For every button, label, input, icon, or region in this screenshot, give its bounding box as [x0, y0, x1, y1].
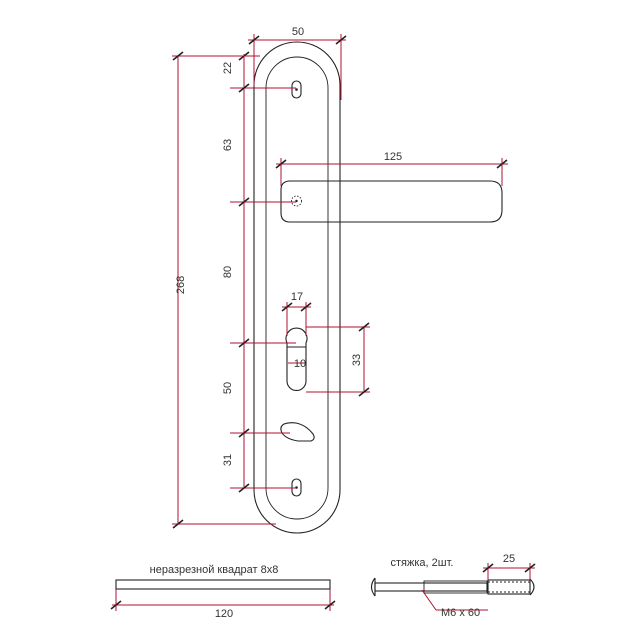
dim-cylinder-height: 33 — [351, 354, 363, 366]
dim-turn-to-bottom-hole: 31 — [222, 454, 234, 466]
dim-sleeve-length: 25 — [503, 553, 515, 565]
dim-hole-top-offset: 22 — [222, 62, 234, 74]
dim-plate-width: 50 — [292, 26, 304, 38]
bolts-caption: стяжка, 2шт. — [391, 557, 454, 569]
thread-leader — [421, 589, 488, 611]
dim-handle-length: 125 — [384, 151, 402, 163]
plate-width-dimension — [248, 34, 347, 100]
cylinder-cutout — [285, 327, 308, 392]
thread-label: М6 х 60 — [441, 607, 480, 619]
thumb-turn — [280, 422, 315, 442]
cylinder-height-dimension — [306, 322, 370, 397]
dim-cylinder-to-turn: 50 — [222, 382, 234, 394]
bolt-assembly — [370, 577, 535, 597]
spindle-length-dimension — [110, 589, 336, 611]
left-dimension-chain — [230, 51, 296, 493]
dim-handle-to-cylinder: 80 — [222, 266, 234, 278]
sleeve-length-dimension — [482, 563, 536, 580]
dim-cylinder-width: 17 — [291, 291, 303, 303]
spindle-bar — [115, 579, 331, 590]
back-plate — [253, 41, 341, 534]
spindle-caption: неразрезной квадрат 8х8 — [150, 564, 279, 576]
dim-spindle-length: 120 — [215, 608, 233, 620]
dim-hole-to-handle: 63 — [222, 139, 234, 151]
dim-total-height: 268 — [175, 276, 187, 294]
handle-length-dimension — [275, 158, 508, 186]
dim-cylinder-bottom-width: 10 — [294, 358, 306, 370]
cylinder-width-dimension — [281, 302, 312, 336]
total-height-dimension — [172, 51, 276, 529]
handle-lever — [280, 180, 503, 223]
top-screw-hole — [291, 80, 302, 99]
